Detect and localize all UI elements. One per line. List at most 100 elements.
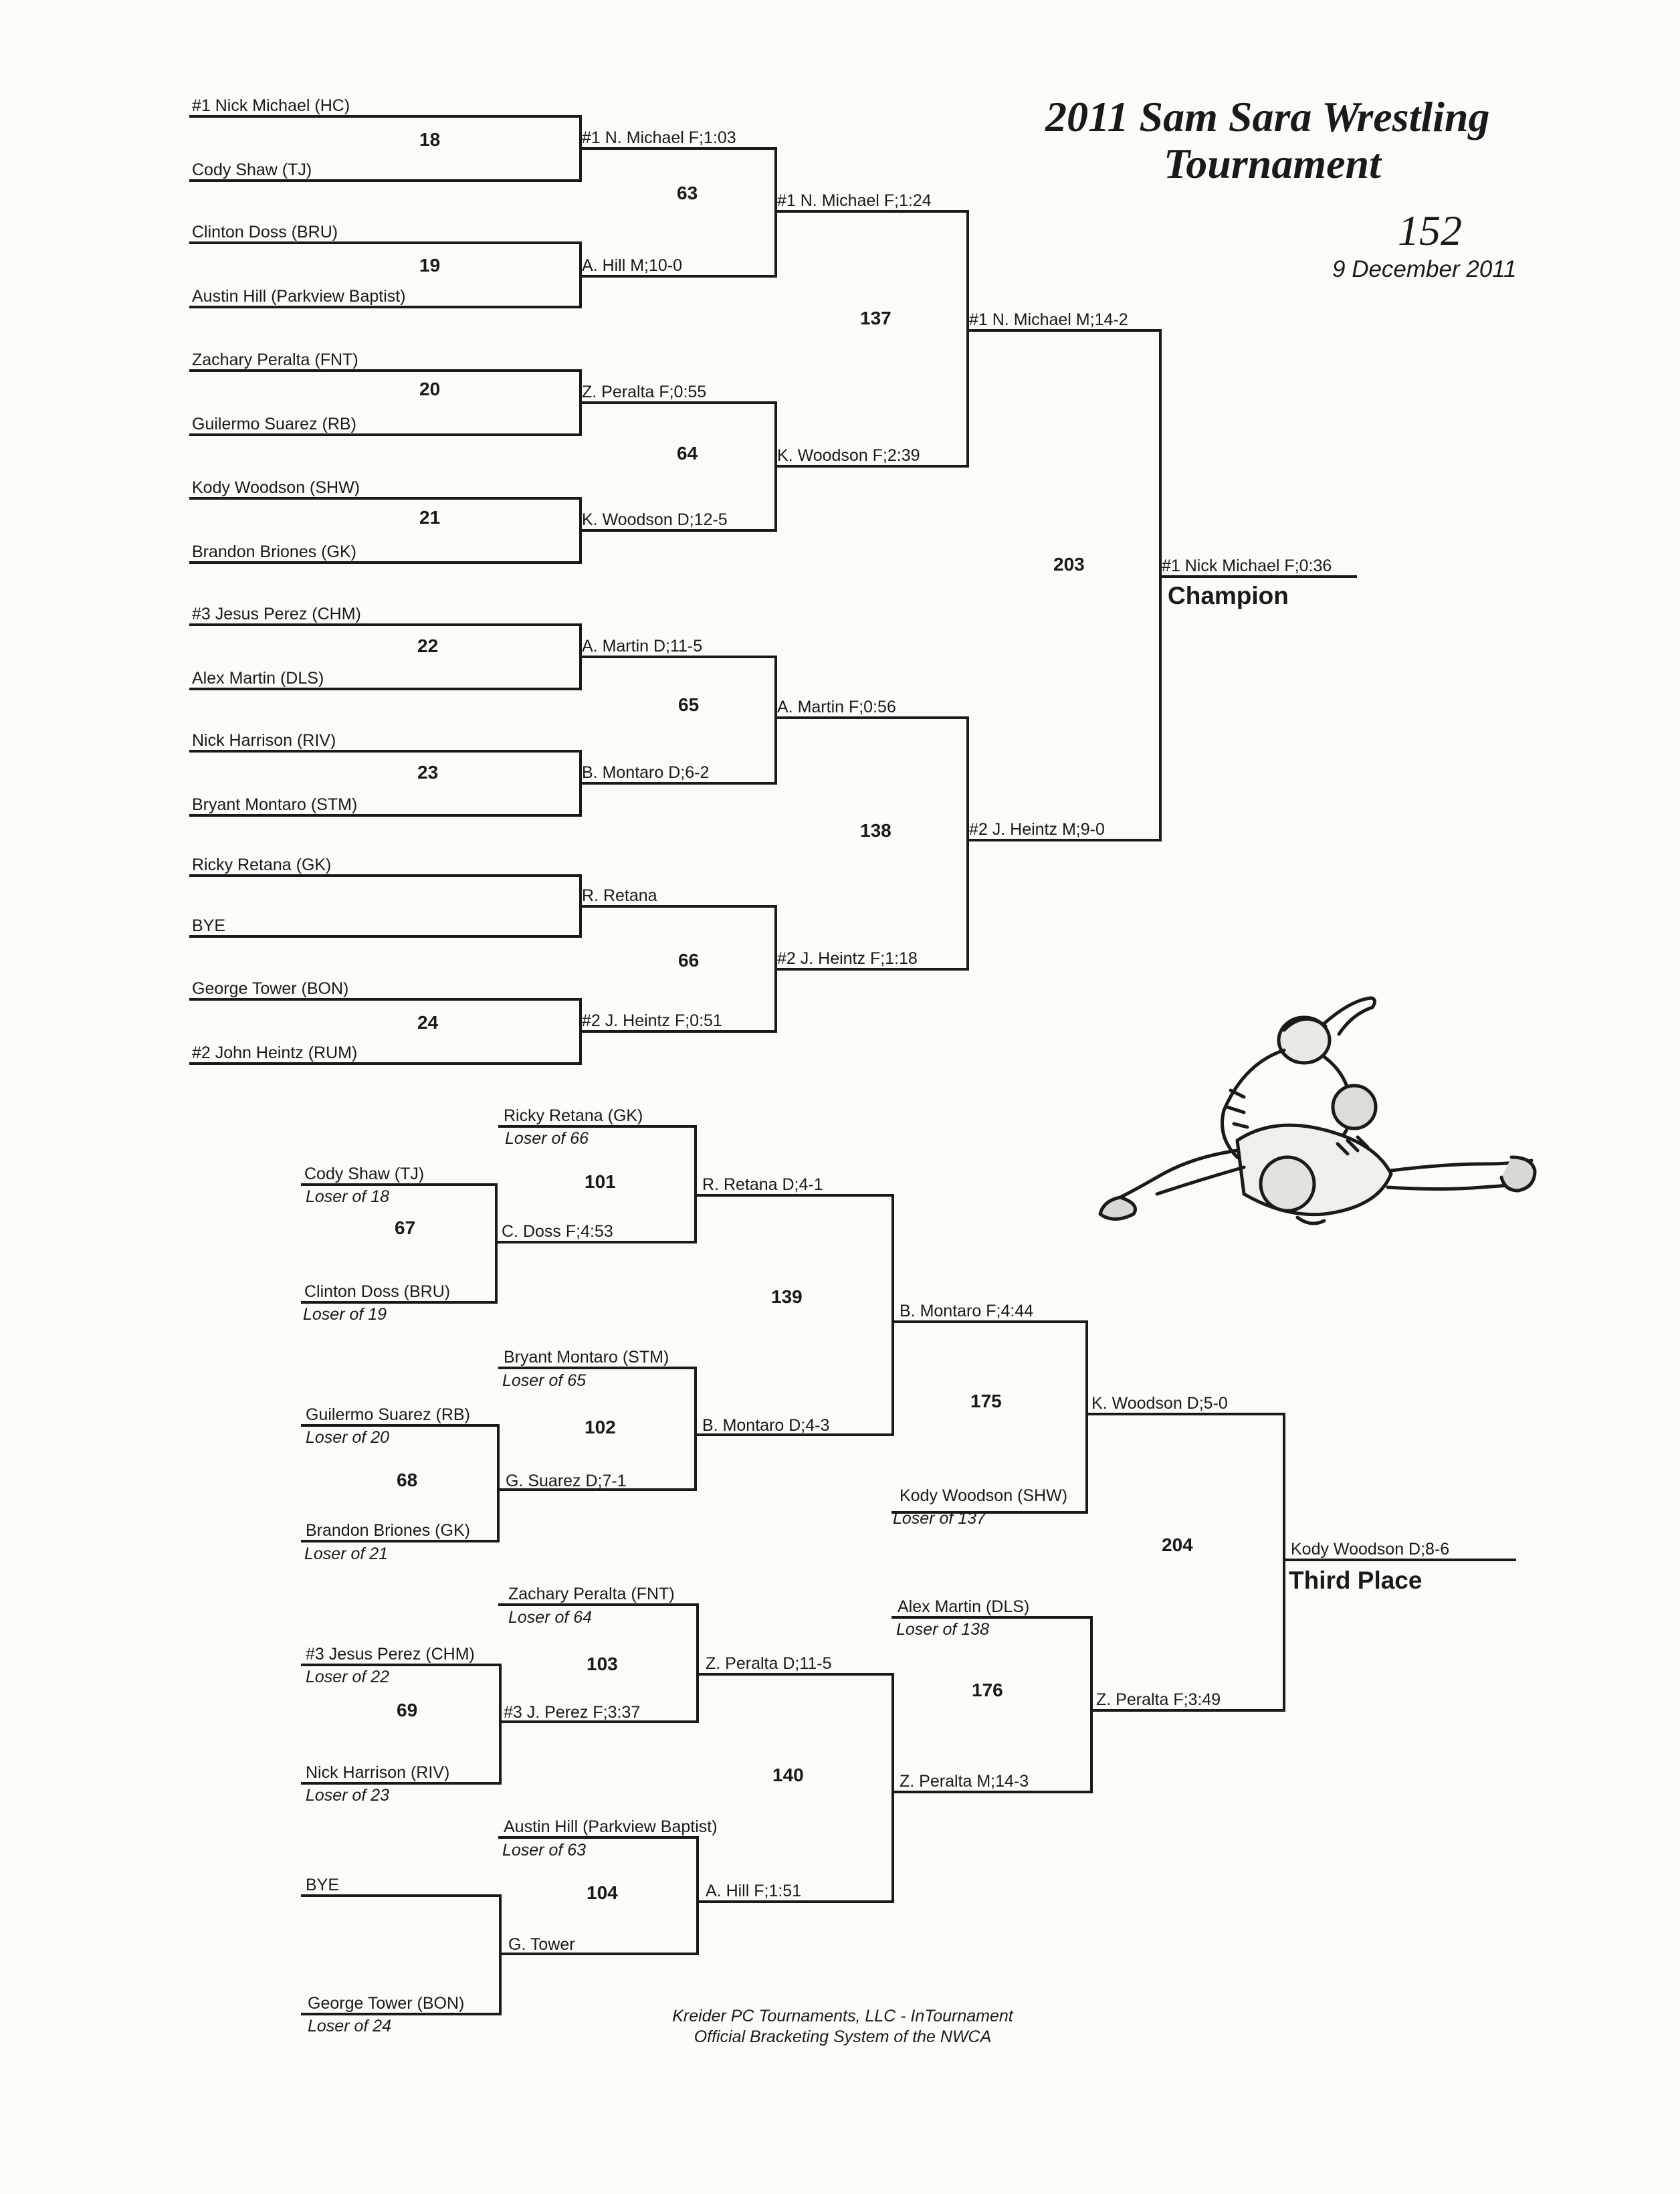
loser-note: Loser of 64 — [508, 1608, 592, 1627]
match-result: #2 J. Heintz M;9-0 — [969, 820, 1105, 839]
match-result: A. Hill M;10-0 — [582, 256, 682, 275]
loser-note: Loser of 138 — [896, 1620, 989, 1639]
bout-number: 18 — [419, 130, 440, 149]
loser-note: Loser of 65 — [502, 1371, 586, 1390]
match-result: R. Retana D;4-1 — [702, 1175, 823, 1194]
match-result: G. Suarez D;7-1 — [506, 1472, 627, 1490]
loser-note: Loser of 20 — [306, 1428, 389, 1447]
bout-number: 139 — [771, 1288, 803, 1306]
bracket-line-name: #3 Jesus Perez (CHM) — [306, 1645, 475, 1664]
footer-line2: Official Bracketing System of the NWCA — [602, 2027, 1083, 2046]
bracket-line-name: BYE — [306, 1876, 339, 1894]
bracket-line-name: Kody Woodson (SHW) — [900, 1486, 1067, 1505]
bracket-line-name: George Tower (BON) — [308, 1994, 464, 2013]
match-result: A. Martin F;0:56 — [777, 698, 896, 716]
bracket-line-name: Guilermo Suarez (RB) — [306, 1405, 470, 1424]
bout-number: 140 — [772, 1766, 804, 1785]
footer-line1: Kreider PC Tournaments, LLC - InTourname… — [602, 2007, 1083, 2025]
bracket-line-name: Cody Shaw (TJ) — [304, 1165, 424, 1183]
bout-number: 21 — [419, 508, 440, 527]
match-result: Z. Peralta M;14-3 — [900, 1772, 1029, 1791]
match-result: B. Montaro D;4-3 — [702, 1416, 829, 1435]
bracket-line-name: Cody Shaw (TJ) — [192, 161, 312, 179]
bout-number: 138 — [860, 821, 891, 840]
bout-number: 64 — [677, 444, 698, 463]
bracket-line-name: Clinton Doss (BRU) — [192, 223, 338, 241]
bracket-line-name: Guilermo Suarez (RB) — [192, 415, 356, 433]
bout-number: 24 — [417, 1013, 438, 1032]
match-result: B. Montaro D;6-2 — [582, 763, 709, 782]
bout-number: 63 — [677, 184, 698, 203]
loser-note: Loser of 66 — [505, 1129, 589, 1148]
bout-number: 23 — [417, 763, 438, 782]
loser-note: Loser of 19 — [303, 1305, 387, 1324]
bout-number: 101 — [585, 1173, 616, 1191]
tournament-title-line2: Tournament — [1164, 140, 1381, 187]
match-result: C. Doss F;4:53 — [502, 1222, 613, 1241]
bracket-line-name: #2 John Heintz (RUM) — [192, 1043, 357, 1062]
bracket-line-name: #1 Nick Michael (HC) — [192, 96, 350, 115]
bout-number: 104 — [587, 1884, 618, 1902]
match-result: #1 N. Michael F;1:24 — [777, 191, 932, 210]
bout-number: 203 — [1053, 555, 1085, 574]
match-result: #1 N. Michael F;1:03 — [582, 128, 736, 147]
bout-number: 103 — [587, 1655, 618, 1674]
bracket-line-name: Ricky Retana (GK) — [192, 856, 331, 874]
bout-number: 19 — [419, 256, 440, 275]
match-result: Z. Peralta F;3:49 — [1096, 1690, 1221, 1709]
bracket-line-name: Nick Harrison (RIV) — [192, 731, 336, 750]
bout-number: 20 — [419, 380, 440, 399]
bracket-line-name: Zachary Peralta (FNT) — [192, 351, 358, 369]
bracket-line-name: Nick Harrison (RIV) — [306, 1763, 449, 1782]
loser-note: Loser of 23 — [306, 1786, 389, 1805]
weight-class: 152 — [1398, 207, 1462, 254]
match-result: G. Tower — [508, 1935, 575, 1954]
bracket-line-name: Kody Woodson (SHW) — [192, 478, 360, 497]
bracket-line-name: George Tower (BON) — [192, 979, 348, 998]
bracket-line-name: Alex Martin (DLS) — [192, 669, 324, 688]
bracket-line-name: Bryant Montaro (STM) — [192, 795, 357, 814]
third-place-result: Kody Woodson D;8-6 — [1291, 1540, 1449, 1559]
match-result: #2 J. Heintz F;1:18 — [777, 949, 918, 968]
bracket-line-name: Zachary Peralta (FNT) — [508, 1585, 675, 1603]
bracket-line-name: Ricky Retana (GK) — [504, 1106, 643, 1125]
match-result: K. Woodson D;12-5 — [582, 510, 728, 529]
bracket-line-name: BYE — [192, 916, 225, 935]
tournament-title-line1: 2011 Sam Sara Wrestling — [1045, 94, 1490, 140]
loser-note: Loser of 137 — [893, 1509, 986, 1528]
loser-note: Loser of 24 — [308, 2017, 391, 2035]
bracket-line-name: Clinton Doss (BRU) — [304, 1282, 450, 1301]
tournament-date: 9 December 2011 — [1332, 256, 1517, 283]
bout-number: 204 — [1162, 1536, 1193, 1555]
match-result: B. Montaro F;4:44 — [900, 1302, 1033, 1320]
bout-number: 69 — [397, 1701, 417, 1720]
bracket-line-name: #3 Jesus Perez (CHM) — [192, 605, 361, 623]
match-result: A. Hill F;1:51 — [706, 1882, 801, 1900]
bout-number: 67 — [395, 1219, 415, 1237]
match-result: K. Woodson D;5-0 — [1091, 1394, 1228, 1413]
bout-number: 175 — [970, 1392, 1002, 1411]
bracket-line-name: Brandon Briones (GK) — [306, 1521, 470, 1540]
loser-note: Loser of 63 — [502, 1841, 586, 1860]
match-result: Z. Peralta F;0:55 — [582, 383, 706, 401]
bout-number: 66 — [678, 951, 699, 970]
champion-result: #1 Nick Michael F;0:36 — [1162, 557, 1332, 575]
match-result: Z. Peralta D;11-5 — [706, 1654, 832, 1673]
bout-number: 137 — [860, 309, 891, 328]
bout-number: 22 — [417, 637, 438, 656]
wrestlers-illustration-icon — [1083, 983, 1545, 1251]
loser-note: Loser of 18 — [306, 1187, 389, 1206]
match-result: K. Woodson F;2:39 — [777, 446, 920, 465]
bracket-line-name: Brandon Briones (GK) — [192, 542, 356, 561]
third-place-label: Third Place — [1289, 1567, 1422, 1595]
champion-label: Champion — [1168, 582, 1289, 610]
bracket-line-name: Alex Martin (DLS) — [898, 1597, 1029, 1616]
bout-number: 68 — [397, 1471, 417, 1490]
bout-number: 176 — [972, 1681, 1003, 1700]
bracket-line-name: Bryant Montaro (STM) — [504, 1348, 669, 1367]
loser-note: Loser of 21 — [304, 1544, 388, 1563]
match-result: #1 N. Michael M;14-2 — [969, 310, 1128, 329]
match-result: #2 J. Heintz F;0:51 — [582, 1011, 722, 1030]
match-result: A. Martin D;11-5 — [582, 637, 702, 656]
bout-number: 102 — [585, 1418, 616, 1437]
